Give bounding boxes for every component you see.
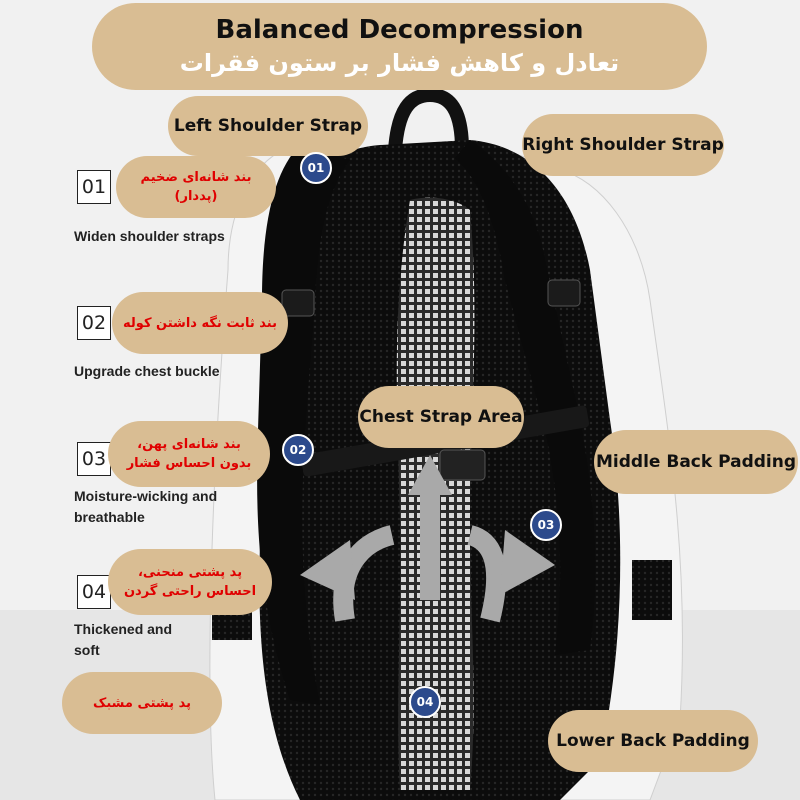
feature-03-fa-line-2: بدون احساس فشار bbox=[126, 456, 252, 471]
feature-01-fa: بند شانه‌ای ضخیم (پددار) bbox=[116, 156, 276, 218]
callout-right-shoulder-strap: Right Shoulder Strap bbox=[522, 114, 724, 176]
strap-adjuster-left bbox=[281, 289, 315, 317]
feature-02-caption: Upgrade chest buckle bbox=[74, 363, 220, 379]
callout-middle-back-padding: Middle Back Padding bbox=[594, 430, 798, 494]
title-banner: Balanced Decompression تعادل و کاهش فشار… bbox=[92, 3, 707, 90]
feature-03-fa-line-1: بند شانه‌ای پهن، bbox=[137, 437, 241, 452]
feature-03-caption-line-2: breathable bbox=[74, 509, 145, 525]
feature-03-fa: بند شانه‌ای پهن، بدون احساس فشار bbox=[108, 421, 270, 487]
right-arrow-head bbox=[500, 530, 555, 595]
badge-03: 03 bbox=[530, 509, 562, 541]
feature-number-04: 04 bbox=[77, 575, 111, 609]
title-en: Balanced Decompression bbox=[215, 14, 584, 45]
callout-chest-strap-area: Chest Strap Area bbox=[358, 386, 524, 448]
feature-03-caption: Moisture-wicking and breathable bbox=[74, 486, 217, 528]
feature-number-01: 01 bbox=[77, 170, 111, 204]
feature-04-caption-line-1: Thickened and bbox=[74, 621, 173, 637]
callout-lower-back-padding: Lower Back Padding bbox=[548, 710, 758, 772]
feature-04-fa-line-2: احساس راحتی گردن bbox=[123, 584, 257, 599]
callout-left-shoulder-strap: Left Shoulder Strap bbox=[168, 96, 368, 156]
feature-04-caption: Thickened and soft bbox=[74, 619, 172, 661]
badge-04: 04 bbox=[409, 686, 441, 718]
top-handle bbox=[388, 87, 469, 151]
feature-number-02: 02 bbox=[77, 306, 111, 340]
left-strap bbox=[257, 145, 350, 705]
chest-buckle bbox=[439, 449, 486, 481]
feature-number-03: 03 bbox=[77, 442, 111, 476]
left-arrow bbox=[333, 525, 395, 622]
feature-01-caption: Widen shoulder straps bbox=[74, 228, 225, 244]
center-arrow-head bbox=[408, 455, 452, 495]
badge-01: 01 bbox=[300, 152, 332, 184]
left-arrow-head bbox=[300, 540, 355, 600]
feature-02-fa: بند ثابت نگه داشتن کوله bbox=[112, 292, 288, 354]
badge-02: 02 bbox=[282, 434, 314, 466]
right-arrow bbox=[466, 525, 507, 623]
feature-03-caption-line-1: Moisture-wicking and bbox=[74, 488, 218, 504]
side-pocket bbox=[632, 560, 672, 620]
feature-04-fa-line-1: پد پشتی منحنی، bbox=[137, 565, 243, 580]
mesh-back-pad-fa: پد پشتی مشبک bbox=[62, 672, 222, 734]
strap-adjuster-right bbox=[547, 279, 581, 307]
feature-04-fa: پد پشتی منحنی، احساس راحتی گردن bbox=[108, 549, 272, 615]
title-fa: تعادل و کاهش فشار بر ستون فقرات bbox=[179, 48, 620, 77]
feature-04-caption-line-2: soft bbox=[74, 642, 100, 658]
